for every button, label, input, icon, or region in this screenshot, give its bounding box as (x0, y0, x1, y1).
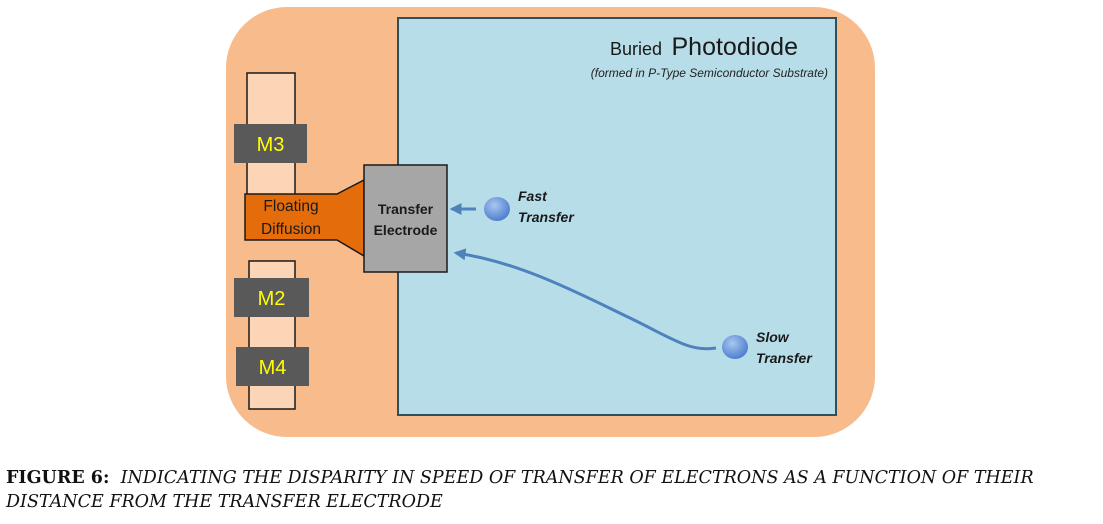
fast-transfer-label-line2: Transfer (518, 209, 575, 225)
figure-label: FIGURE 6: (6, 468, 110, 488)
photodiode-region (397, 17, 837, 416)
fast-electron (484, 197, 510, 221)
figure-caption: FIGURE 6: INDICATING THE DISPARITY IN SP… (6, 466, 1100, 514)
transfer-electrode-label-line1: Transfer (378, 201, 434, 217)
slow-transfer-label-line1: Slow (756, 329, 790, 345)
gate-m4-label: M4 (259, 357, 287, 379)
photodiode-diagram: Buried Photodiode (formed in P-Type Semi… (224, 5, 877, 439)
fast-transfer-label-line1: Fast (518, 188, 548, 204)
slow-transfer-label-line2: Transfer (756, 350, 813, 366)
figure-caption-text: INDICATING THE DISPARITY IN SPEED OF TRA… (6, 468, 1034, 512)
photodiode-title: Buried Photodiode (610, 33, 798, 61)
photodiode-title-main: Photodiode (671, 33, 798, 61)
gate-m2 (234, 278, 309, 317)
slow-electron (722, 335, 748, 359)
gate-m2-label: M2 (258, 288, 286, 310)
transfer-electrode (363, 164, 448, 273)
floating-diffusion-label-line2: Diffusion (261, 221, 321, 238)
slow-transfer-arrow (453, 248, 717, 351)
photodiode-title-prefix: Buried (610, 39, 662, 59)
gate-m3-label: M3 (257, 134, 285, 156)
floating-diffusion-label-line1: Floating (263, 198, 318, 215)
transfer-electrode-label-line2: Electrode (374, 222, 438, 238)
photodiode-subtitle: (formed in P-Type Semiconductor Substrat… (591, 66, 828, 80)
gate-m4 (236, 347, 309, 386)
gate-m3 (234, 124, 307, 163)
